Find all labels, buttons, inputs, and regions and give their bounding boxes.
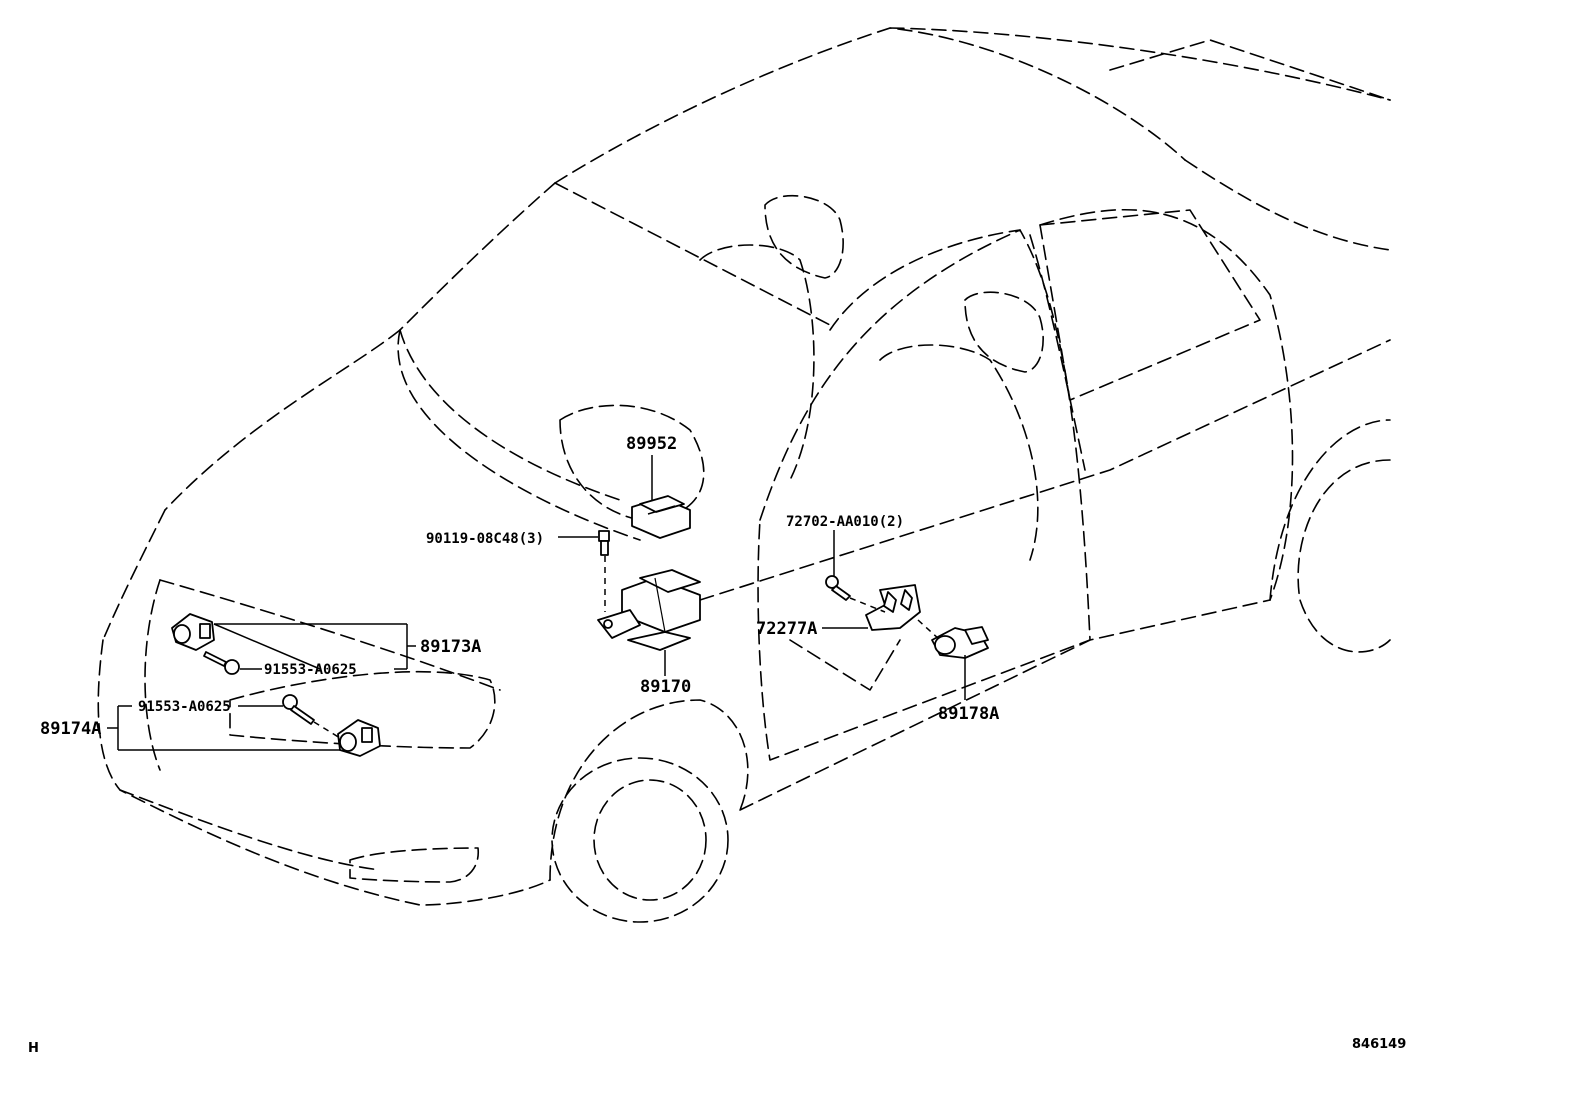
- label-91553-a0625-lower: 91553-A0625: [138, 699, 231, 715]
- headlight: [229, 670, 496, 749]
- windshield-base: [399, 329, 621, 501]
- front-door-window: [829, 229, 1021, 331]
- rear-door-window: [1039, 209, 1261, 401]
- side-belt-line: [699, 339, 1391, 601]
- a-pillar: [399, 182, 556, 331]
- rear-seat-back: [879, 344, 1039, 561]
- front-wheel-arch: [549, 699, 749, 881]
- bolt-91553-upper-part: [203, 651, 240, 675]
- hood-crease: [397, 329, 641, 541]
- front-door-outline: [757, 229, 1091, 761]
- rear-wheel: [1297, 459, 1391, 653]
- label-89952: 89952: [626, 434, 677, 454]
- label-72277a: 72277A: [756, 619, 817, 639]
- front-sensor-89174-part: [337, 719, 381, 757]
- bracket-72277-part: [849, 584, 921, 631]
- roof-edge: [554, 182, 831, 326]
- front-seat-cushion: [559, 404, 705, 521]
- rocker-panel: [739, 599, 1271, 811]
- b-pillar: [1029, 234, 1086, 471]
- front-wheel-hub: [593, 779, 707, 901]
- footer-code: H: [28, 1041, 39, 1056]
- trunk-line: [1109, 39, 1391, 101]
- airbag-sensor-assembly-part: [597, 569, 701, 651]
- front-seat-headrest: [764, 194, 844, 279]
- rear-window: [1184, 159, 1391, 251]
- cowl-line: [164, 329, 401, 511]
- drawing-number: 846149: [1352, 1037, 1406, 1052]
- label-91553-a0625-upper: 91553-A0625: [264, 662, 357, 678]
- leader-lines: [107, 455, 966, 751]
- airbag-sensor-cover-part: [631, 495, 691, 539]
- front-wheel: [551, 757, 729, 923]
- rear-roof: [889, 27, 1391, 101]
- bolt-90119-part: [598, 530, 610, 612]
- front-bumper: [97, 639, 551, 906]
- label-72702-aa010: 72702-AA010(2): [786, 514, 904, 530]
- label-89170: 89170: [640, 677, 691, 697]
- hood-front: [159, 579, 501, 691]
- label-89178a: 89178A: [938, 704, 999, 724]
- fog-lamp: [349, 847, 479, 883]
- bolt-91553-lower-part: [282, 694, 341, 739]
- label-90119-08c48: 90119-08C48(3): [426, 531, 544, 547]
- steering-console: [789, 639, 901, 691]
- front-sensor-89173-part: [171, 613, 215, 651]
- rear-seat-headrest: [964, 291, 1044, 373]
- bumper-grille: [144, 579, 161, 771]
- roof-line: [554, 27, 1186, 184]
- vehicle-body-outline: [97, 27, 1391, 923]
- label-89174a: 89174A: [40, 719, 101, 739]
- bumper-lower: [119, 789, 381, 871]
- front-seat-back: [699, 244, 815, 481]
- rear-door-outline: [1039, 208, 1294, 601]
- bolt-72702-part: [825, 575, 851, 601]
- label-89173a: 89173A: [420, 637, 481, 657]
- side-sensor-89178-part: [917, 619, 989, 659]
- rear-wheel-arch: [1269, 419, 1391, 601]
- hood-edge: [102, 509, 166, 641]
